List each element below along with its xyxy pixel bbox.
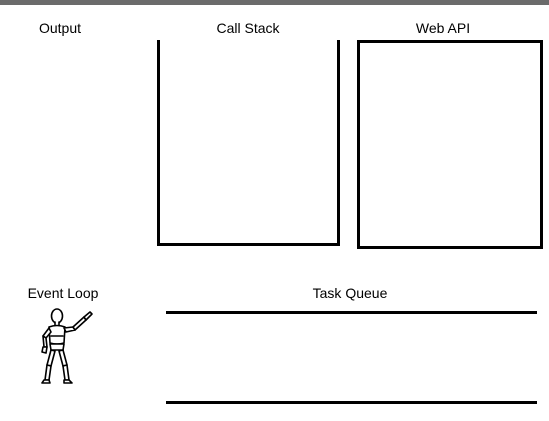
- event-loop-label: Event Loop: [27, 285, 99, 301]
- task-queue-label: Task Queue: [312, 285, 388, 301]
- web-api-container: [357, 40, 543, 249]
- call-stack-label: Call Stack: [216, 20, 280, 36]
- web-api-label: Web API: [415, 20, 471, 36]
- output-label: Output: [38, 20, 82, 36]
- top-bar: [0, 0, 549, 5]
- task-queue-top-line: [166, 311, 537, 314]
- task-queue-bottom-line: [166, 401, 537, 404]
- mannequin-pointing-icon: [41, 308, 93, 384]
- call-stack-container: [157, 40, 340, 246]
